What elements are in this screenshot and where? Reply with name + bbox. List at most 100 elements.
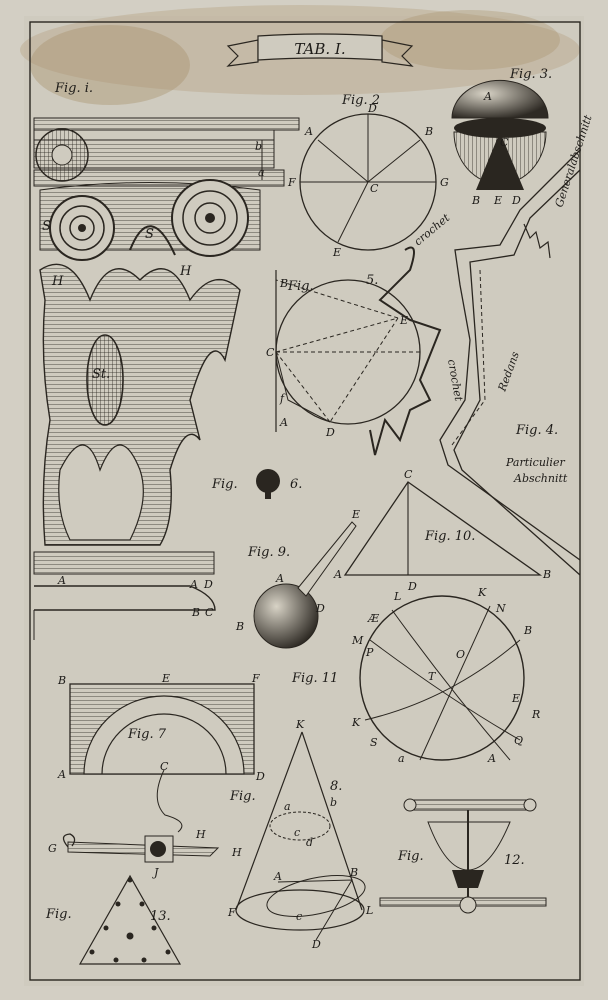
fig8-caption: Fig. bbox=[229, 789, 256, 804]
fig13-dot-triangle: Fig. 13. bbox=[45, 874, 182, 965]
fig1-letter: S bbox=[42, 219, 51, 234]
fig11-letter: Æ bbox=[367, 612, 380, 625]
fig2-letter: D bbox=[367, 102, 377, 115]
fig8-letter: A bbox=[273, 870, 282, 883]
fig13-number: 13. bbox=[150, 909, 171, 924]
fig13-caption: Fig. bbox=[45, 907, 72, 922]
plate-border bbox=[29, 21, 581, 981]
fig5-letter: C bbox=[266, 346, 275, 359]
fig5-letter: D bbox=[325, 426, 335, 439]
fig3-letter: E bbox=[493, 194, 502, 207]
fig8-letter: F bbox=[227, 906, 236, 919]
fig7-letter: E bbox=[161, 672, 170, 685]
fig9-letter: E bbox=[351, 508, 360, 521]
fig1-caption: Fig. i. bbox=[54, 81, 93, 96]
fig8-letter: H bbox=[231, 846, 242, 859]
fig10-letter: B bbox=[542, 568, 551, 581]
fig11-letter: A bbox=[487, 752, 496, 765]
fig1-letter: b bbox=[255, 140, 262, 153]
fig3-caption: Fig. 3. bbox=[509, 67, 552, 82]
fig9-letter: B bbox=[235, 620, 244, 633]
fig8-letter: G bbox=[48, 842, 57, 855]
fig1-letter: H bbox=[179, 264, 192, 279]
fig2-letter: A bbox=[304, 125, 313, 138]
fig2-caption: Fig. 2 bbox=[341, 93, 380, 108]
fig9-letter: A bbox=[275, 572, 284, 585]
fig5-letter: A bbox=[279, 416, 288, 429]
fig11-letter: B bbox=[523, 624, 532, 637]
fig8-letter: a bbox=[284, 800, 291, 813]
fig5-number: 5. bbox=[366, 273, 378, 288]
fig8-cone-sections: 8. K a b c d A B F L c D bbox=[227, 718, 373, 951]
fig3-letter: C bbox=[500, 136, 509, 149]
fig1-letter: S bbox=[145, 227, 154, 242]
fig3-sphere-cone: Fig. 3. A C B E D bbox=[451, 67, 552, 207]
fig10-letter: C bbox=[404, 468, 413, 481]
fig10-triangle: Fig. 10. C A D B bbox=[333, 468, 551, 593]
fig3-letter: B bbox=[471, 194, 480, 207]
fig7-letter: A bbox=[57, 768, 66, 781]
fig12-number: 12. bbox=[504, 853, 525, 868]
fig11-letter: O bbox=[456, 648, 465, 661]
fig5-letter: f bbox=[279, 392, 286, 405]
fig4-label: Particulier bbox=[505, 456, 565, 469]
fig2-letter: B bbox=[424, 125, 433, 138]
fig11-caption: Fig. 11 bbox=[291, 671, 338, 686]
fig1-letter: D bbox=[203, 578, 213, 591]
fig8-number: 8. bbox=[330, 779, 342, 794]
fig8-letter: H bbox=[195, 828, 206, 841]
fig9-retort: Fig. 9. E A D B bbox=[235, 508, 360, 649]
fig11-letter: E bbox=[511, 692, 520, 705]
fig6-number: 6. bbox=[290, 477, 302, 492]
fig2-letter: F bbox=[287, 176, 296, 189]
plate-title: TAB. I. bbox=[294, 40, 345, 58]
foxing-stain bbox=[380, 10, 560, 70]
fig11-sphere-circles: Fig. 11 L K N Æ B M P O T E R Q K S a A bbox=[291, 586, 540, 765]
fig8-letter: B bbox=[349, 866, 358, 879]
fig2-letter: C bbox=[370, 182, 379, 195]
fig8-letter: d bbox=[306, 836, 313, 849]
fig8-letter: C bbox=[160, 760, 169, 773]
fig6-caption: Fig. bbox=[211, 477, 238, 492]
fig12-instrument: Fig. 12. bbox=[379, 798, 547, 914]
fig8-letter: b bbox=[330, 796, 337, 809]
fig7-letter: D bbox=[255, 770, 265, 783]
fig9-letter: D bbox=[315, 602, 325, 615]
fig5-letter: E bbox=[399, 314, 408, 327]
dot-pattern bbox=[89, 877, 171, 963]
fig11-letter: K bbox=[351, 716, 361, 729]
fig5-caption: Fig. bbox=[287, 279, 314, 294]
fig12-caption: Fig. bbox=[397, 849, 424, 864]
fig11-letter: a bbox=[398, 752, 405, 765]
fig8-letter: c bbox=[296, 910, 302, 923]
fig8-letter: c bbox=[294, 826, 300, 839]
fig6-ball: Fig. 6. bbox=[211, 469, 302, 499]
fig11-letter: S bbox=[370, 736, 378, 749]
fig4-caption: Fig. 4. bbox=[515, 423, 558, 438]
fig8-letter: D bbox=[311, 938, 321, 951]
fig1-letter: A bbox=[189, 578, 198, 591]
foxing-stain bbox=[30, 25, 190, 105]
fig7-letter: B bbox=[57, 674, 66, 687]
fig3-letter: D bbox=[511, 194, 521, 207]
fig1-ionic-capital: Fig. i. b a S S H H St. A A D B C bbox=[33, 81, 300, 640]
fig11-letter: Q bbox=[514, 734, 523, 747]
fig11-letter: K bbox=[477, 586, 487, 599]
fig1-letter: C bbox=[205, 606, 214, 619]
fig11-letter: M bbox=[351, 634, 364, 647]
fig2-letter: E bbox=[332, 246, 341, 259]
fig9-caption: Fig. 9. bbox=[247, 545, 290, 560]
fig5-letter: B bbox=[279, 277, 288, 290]
fig8-lever-ball: Fig. C H G H J bbox=[48, 760, 256, 879]
fig8-letter: K bbox=[295, 718, 305, 731]
fig3-letter: A bbox=[483, 90, 492, 103]
fig8-letter: L bbox=[365, 904, 373, 917]
fig11-letter: N bbox=[495, 602, 506, 615]
fig10-letter: D bbox=[407, 580, 417, 593]
title-ribbon: TAB. I. bbox=[226, 33, 414, 67]
fig11-letter: P bbox=[365, 646, 374, 659]
fig7-caption: Fig. 7 bbox=[127, 727, 167, 742]
fig7-letter: F bbox=[251, 672, 260, 685]
fig10-caption: Fig. 10. bbox=[424, 529, 475, 544]
fig7-arch-block: Fig. 7 B E F A D bbox=[57, 672, 265, 783]
